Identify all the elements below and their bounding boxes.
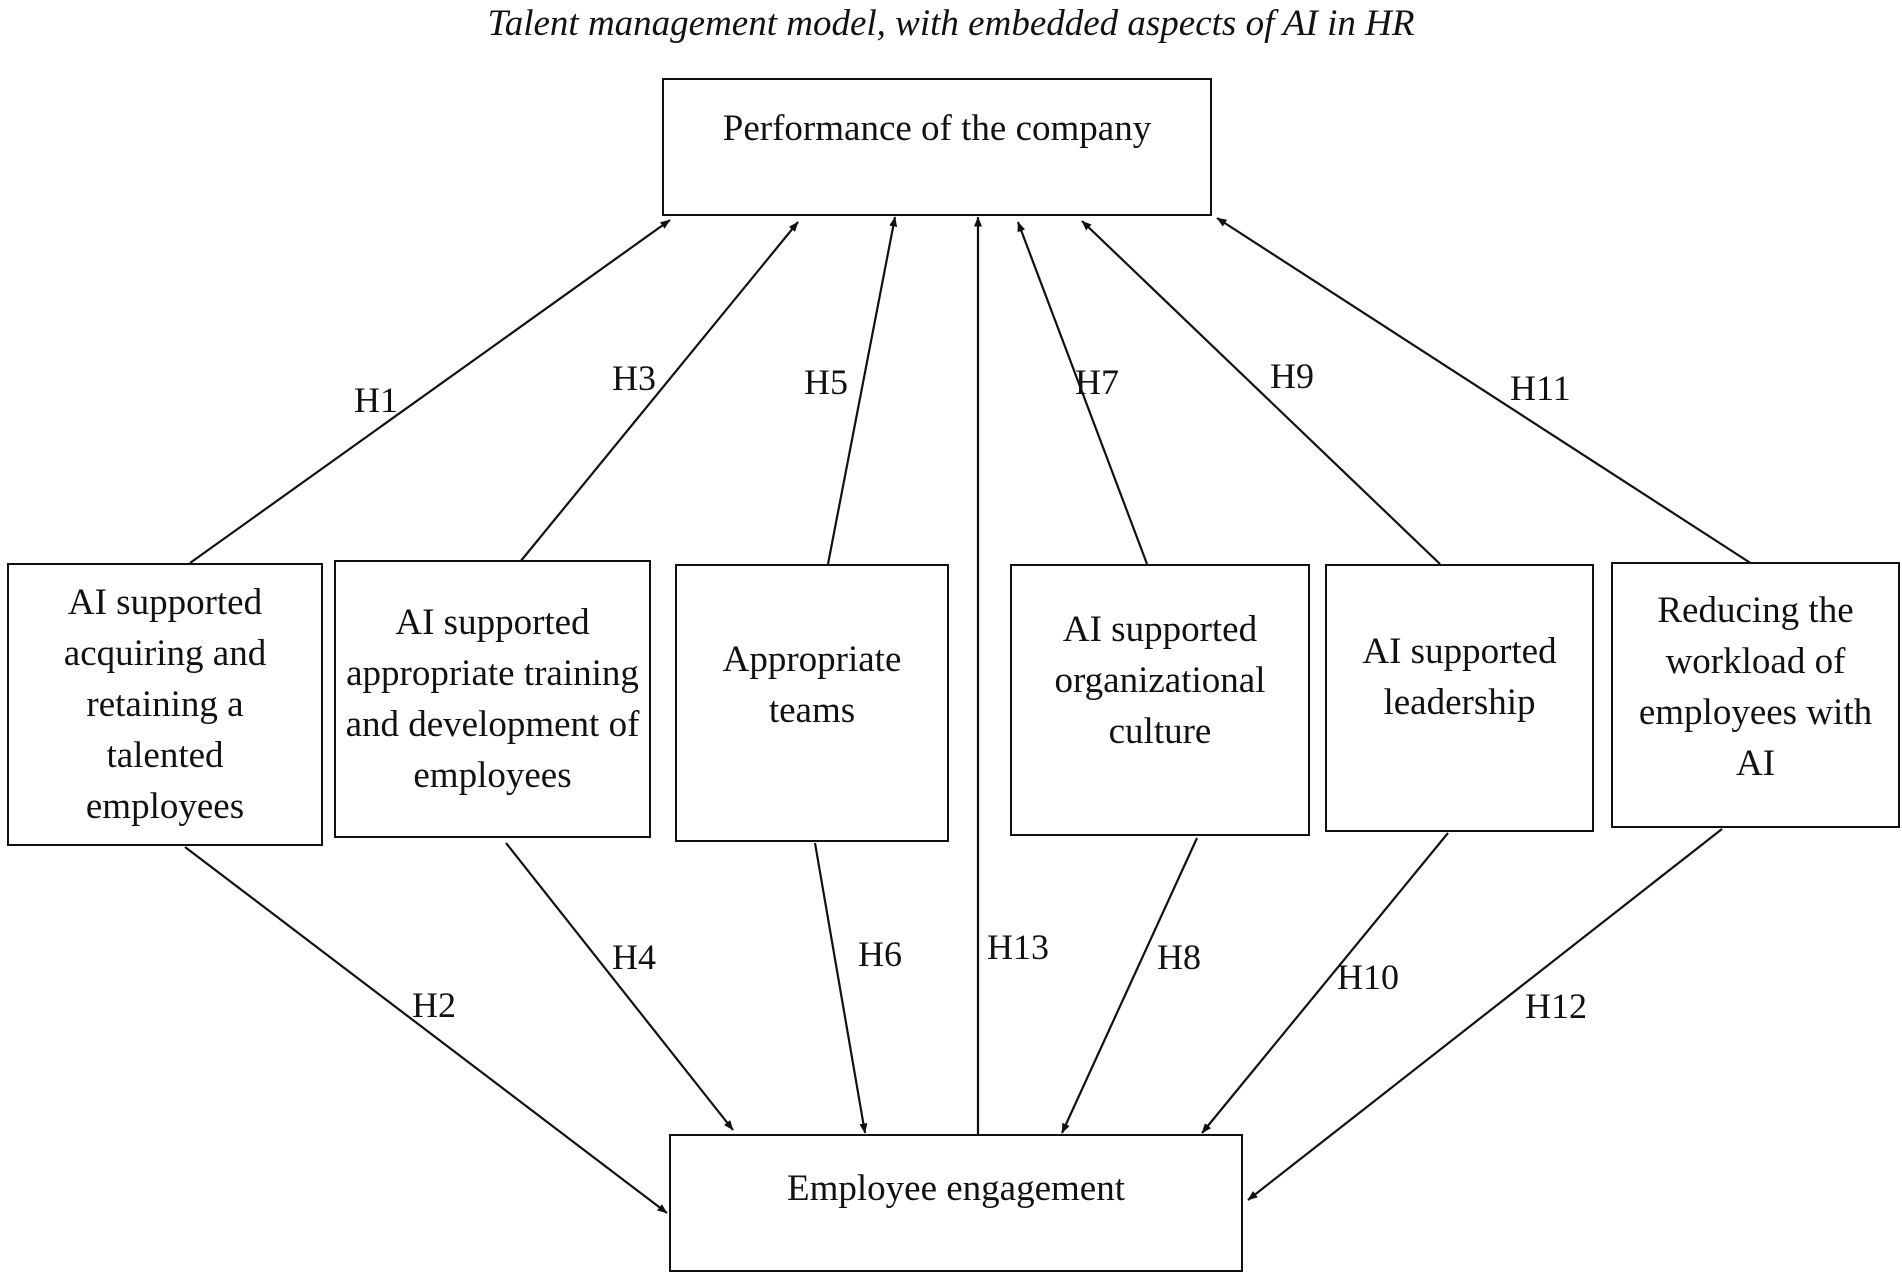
edge-label-h4: H4 (612, 937, 656, 977)
edge-h6-line (813, 842, 868, 1134)
edge-label-h7: H7 (1075, 362, 1119, 402)
edge-h3-line (519, 221, 799, 563)
edge-label-h1: H1 (354, 380, 398, 420)
edge-h7-line (1016, 221, 1149, 565)
edge-label-h6: H6 (858, 934, 902, 974)
edge-label-h10: H10 (1337, 957, 1399, 997)
edge-h12-line (1247, 828, 1723, 1201)
node-engagement-label: Employee engagement (786, 1167, 1125, 1209)
edge-label-h3: H3 (612, 358, 656, 398)
edge-h11-line (1216, 217, 1753, 565)
edge-h4-line (505, 842, 734, 1131)
node-culture: AI supported organizational culture (1010, 564, 1310, 836)
node-leadership-label: AI supported leadership (1362, 631, 1557, 723)
node-teams: Appropriate teams (675, 564, 949, 842)
edge-h2-line (184, 846, 668, 1214)
node-workload-label: Reducing the workload of employees with … (1638, 590, 1873, 784)
edge-label-h5: H5 (804, 362, 848, 402)
node-engagement: Employee engagement (669, 1134, 1243, 1272)
node-performance: Performance of the company (662, 78, 1212, 216)
node-training-label: AI supported appropriate training and de… (345, 602, 640, 796)
edge-h8-line (1060, 837, 1199, 1134)
diagram-title: Talent management model, with embedded a… (487, 3, 1415, 44)
node-acquiring-label: AI supported acquiring and retaining a t… (63, 582, 267, 827)
edge-label-h9: H9 (1270, 356, 1314, 396)
edge-h5-line (826, 216, 898, 565)
edge-h1-line (189, 219, 671, 564)
node-teams-label: Appropriate teams (722, 639, 902, 731)
node-workload: Reducing the workload of employees with … (1611, 562, 1900, 828)
node-leadership: AI supported leadership (1325, 564, 1594, 832)
edge-h10-line (1201, 832, 1449, 1134)
edge-label-h8: H8 (1157, 937, 1201, 977)
edge-label-h13: H13 (987, 927, 1049, 967)
edge-label-h12: H12 (1525, 986, 1587, 1026)
edge-label-h11: H11 (1510, 368, 1571, 408)
node-training: AI supported appropriate training and de… (334, 560, 651, 838)
node-performance-label: Performance of the company (722, 107, 1152, 149)
node-acquiring: AI supported acquiring and retaining a t… (7, 563, 323, 846)
node-culture-label: AI supported organizational culture (1054, 608, 1266, 752)
edge-label-h2: H2 (412, 985, 456, 1025)
edge-h9-line (1081, 220, 1441, 565)
